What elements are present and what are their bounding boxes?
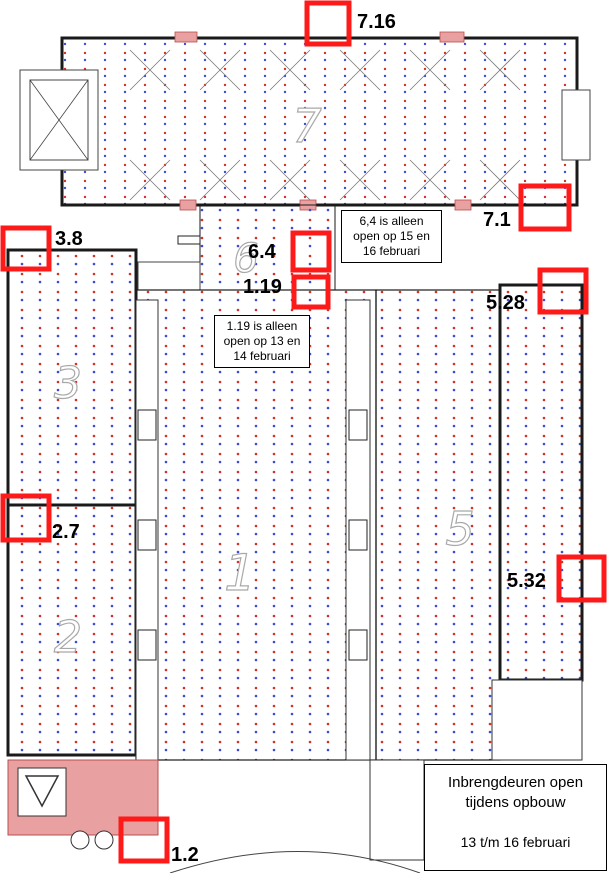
door-marker-7-16 bbox=[304, 0, 352, 47]
door-label-3-8: 3.8 bbox=[55, 228, 83, 250]
door-marker-1-2 bbox=[118, 816, 170, 864]
door-label-1-19: 1.19 bbox=[243, 276, 282, 298]
note-1-19-line-2: open op 13 en bbox=[223, 334, 301, 348]
hall-2-area bbox=[6, 503, 138, 757]
door-marker-3-8 bbox=[0, 225, 52, 272]
door-marker-5-32 bbox=[556, 554, 607, 603]
door-marker-7-1 bbox=[518, 183, 572, 232]
door-marker-2-7 bbox=[0, 493, 52, 543]
legend-title-line-2: tijdens opbouw bbox=[465, 794, 566, 811]
legend-title-line-1: Inbrengdeuren open bbox=[447, 774, 584, 791]
door-label-5-28: 5.28 bbox=[486, 292, 525, 314]
note-1-19-line-3: 14 februari bbox=[233, 349, 291, 363]
hall-number-5: 5 bbox=[445, 502, 474, 556]
legend-box: Inbrengdeuren open tijdens opbouw 13 t/m… bbox=[424, 764, 607, 871]
hall-5-area bbox=[375, 283, 584, 761]
door-label-2-7: 2.7 bbox=[52, 521, 80, 543]
note-6-4-line-3: 16 februari bbox=[362, 244, 421, 258]
door-label-5-32: 5.32 bbox=[507, 570, 546, 592]
hall-3-area bbox=[6, 248, 138, 507]
legend-dates: 13 t/m 16 februari bbox=[460, 834, 571, 850]
hall-number-2: 2 bbox=[54, 612, 82, 663]
note-6-4-line-1: 6,4 is alleen bbox=[359, 214, 424, 228]
hall-number-3: 3 bbox=[54, 358, 82, 409]
door-marker-1-19 bbox=[291, 274, 331, 310]
note-door-6-4: 6,4 is alleen open op 15 en 16 februari bbox=[341, 210, 442, 263]
door-marker-6-4 bbox=[290, 230, 332, 273]
door-label-6-4: 6.4 bbox=[248, 241, 276, 263]
hall-1-area bbox=[135, 289, 377, 761]
hall-number-1: 1 bbox=[224, 544, 256, 602]
hall-number-6: 6 bbox=[233, 236, 258, 282]
hall-number-7: 7 bbox=[292, 99, 321, 153]
note-6-4-line-2: open op 15 en bbox=[353, 229, 430, 243]
hall-7-area bbox=[19, 31, 591, 211]
door-label-7-16: 7.16 bbox=[357, 11, 396, 33]
door-label-1-2: 1.2 bbox=[171, 844, 199, 866]
entrance-area bbox=[7, 759, 425, 873]
door-marker-5-28 bbox=[537, 267, 589, 315]
note-door-1-19: 1.19 is alleen open op 13 en 14 februari bbox=[214, 315, 310, 368]
door-label-7-1: 7.1 bbox=[483, 209, 511, 231]
note-1-19-line-1: 1.19 is alleen bbox=[226, 319, 298, 333]
